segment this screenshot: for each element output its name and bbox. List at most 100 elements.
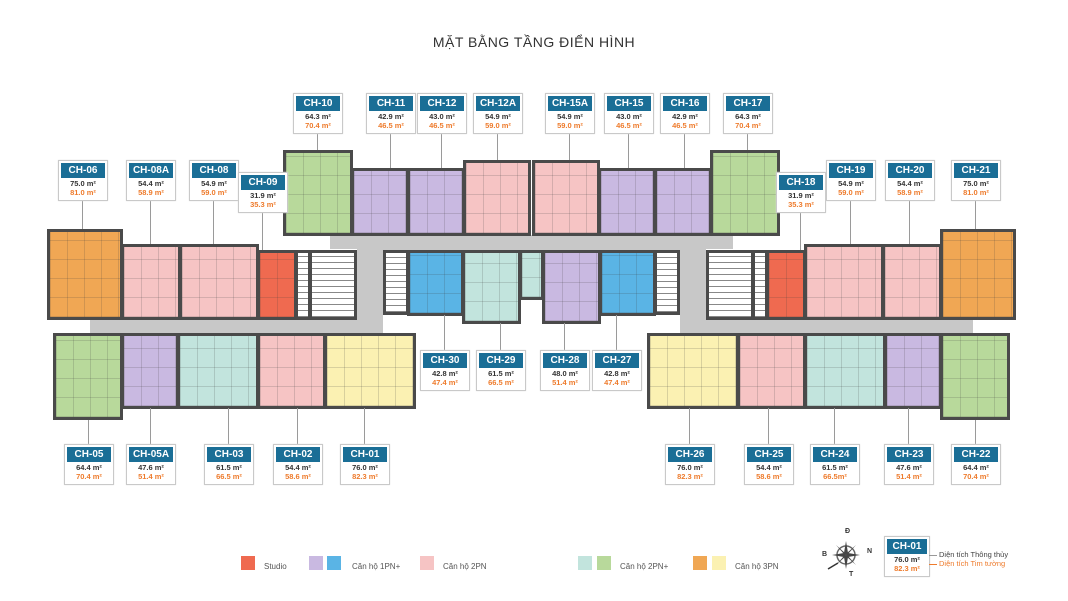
unit-id: CH-09	[241, 175, 285, 190]
callout-leader-line	[441, 132, 442, 168]
unit-net-area: 64.3 m²	[305, 112, 331, 121]
callout-leader-line	[364, 408, 365, 444]
legend-swatch-2pn	[420, 556, 434, 570]
unit-net-area: 54.4 m²	[897, 179, 923, 188]
unit-id: CH-18	[779, 175, 823, 190]
unit-gross-area: 58.6 m²	[756, 472, 782, 481]
unit-id: CH-01	[343, 447, 387, 462]
unit-net-area: 42.8 m²	[432, 369, 458, 378]
unit-gross-area: 47.4 m²	[604, 378, 630, 387]
unit-ch-05a	[121, 333, 179, 409]
unit-ch-16	[654, 168, 712, 236]
unit-net-area: 75.0 m²	[70, 179, 96, 188]
stair-core	[383, 250, 409, 315]
callout-leader-line	[564, 323, 565, 350]
callout-leader-line	[800, 211, 801, 250]
unit-id: CH-20	[888, 163, 932, 178]
unit-net-area: 43.0 m²	[429, 112, 455, 121]
key-net-label: Diện tích Thông thủy	[939, 550, 1009, 559]
callout-leader-line	[834, 408, 835, 444]
unit-gross-area: 46.5 m²	[429, 121, 455, 130]
unit-ch-21	[940, 229, 1016, 320]
unit-ch-15a	[532, 160, 600, 236]
callout-leader-line	[262, 211, 263, 250]
unit-id: CH-12	[420, 96, 464, 111]
unit-ch-10	[283, 150, 353, 236]
unit-net-area: 47.6 m²	[138, 463, 164, 472]
key-gross-line	[929, 564, 937, 565]
unit-ch-12a	[463, 160, 531, 236]
unit-net-area: 76.0 m²	[352, 463, 378, 472]
unit-ch-08a	[121, 244, 181, 320]
unit-id: CH-12A	[476, 96, 520, 111]
unit-gross-area: 58.9 m²	[897, 188, 923, 197]
unit-id: CH-22	[954, 447, 998, 462]
unit-ch-30	[407, 250, 464, 316]
callout-leader-line	[297, 408, 298, 444]
unit-id: CH-02	[276, 447, 320, 462]
unit-gross-area: 59.0 m²	[838, 188, 864, 197]
unit-id: CH-28	[543, 353, 587, 368]
unit-net-area: 64.4 m²	[76, 463, 102, 472]
unit-id: CH-15A	[548, 96, 592, 111]
unit-id: CH-16	[663, 96, 707, 111]
callout-leader-line	[213, 199, 214, 244]
unit-gross-area: 59.0 m²	[485, 121, 511, 130]
unit-id: CH-29	[479, 353, 523, 368]
legend-swatch-2pn-plus-teal	[578, 556, 592, 570]
unit-gross-area: 70.4 m²	[305, 121, 331, 130]
callout-leader-line	[317, 132, 318, 150]
unit-net-area: 48.0 m²	[552, 369, 578, 378]
unit-gross-area: 82.3 m²	[352, 472, 378, 481]
unit-net-area: 75.0 m²	[963, 179, 989, 188]
unit-gross-area: 46.5 m²	[672, 121, 698, 130]
callout-leader-line	[88, 420, 89, 444]
legend-swatch-3pn-orange	[693, 556, 707, 570]
corridor	[680, 235, 706, 333]
shaft	[519, 250, 544, 300]
legend-label: Căn hộ 3PN	[735, 562, 779, 571]
unit-id: CH-08A	[129, 163, 173, 178]
compass-east: N	[867, 548, 873, 555]
unit-id: CH-15	[607, 96, 651, 111]
unit-ch-09	[257, 250, 297, 320]
unit-net-area: 43.0 m²	[616, 112, 642, 121]
unit-net-area: 31.9 m²	[250, 191, 276, 200]
unit-gross-area: 81.0 m²	[70, 188, 96, 197]
unit-ch-01	[324, 333, 416, 409]
unit-id: CH-23	[887, 447, 931, 462]
callout-leader-line	[569, 132, 570, 160]
unit-gross-area: 51.4 m²	[896, 472, 922, 481]
key-net: 76.0 m²	[894, 555, 920, 564]
